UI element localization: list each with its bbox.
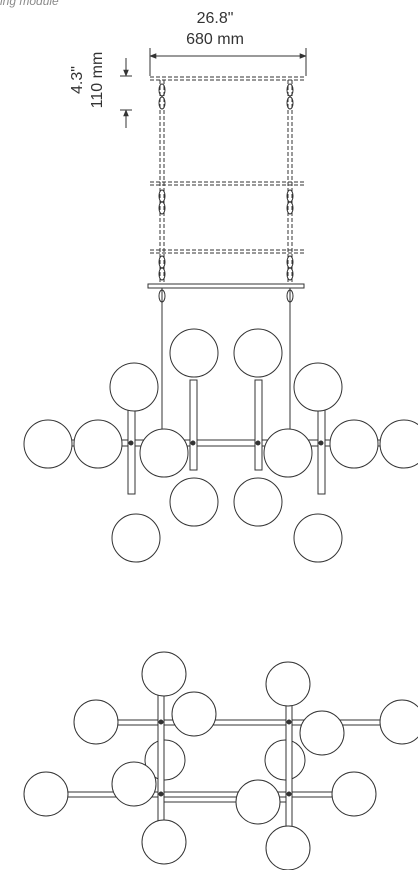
module-stack	[150, 76, 304, 283]
side-view	[23, 328, 418, 563]
width-metric: 680 mm	[186, 31, 244, 48]
top-view	[23, 651, 418, 870]
module-caption: ing module	[0, 0, 59, 8]
width-imperial: 26.8"	[196, 10, 234, 27]
width-dimension-label: 26.8" 680 mm	[170, 8, 260, 50]
mounting-plate	[147, 283, 305, 289]
chain-links	[158, 83, 294, 303]
